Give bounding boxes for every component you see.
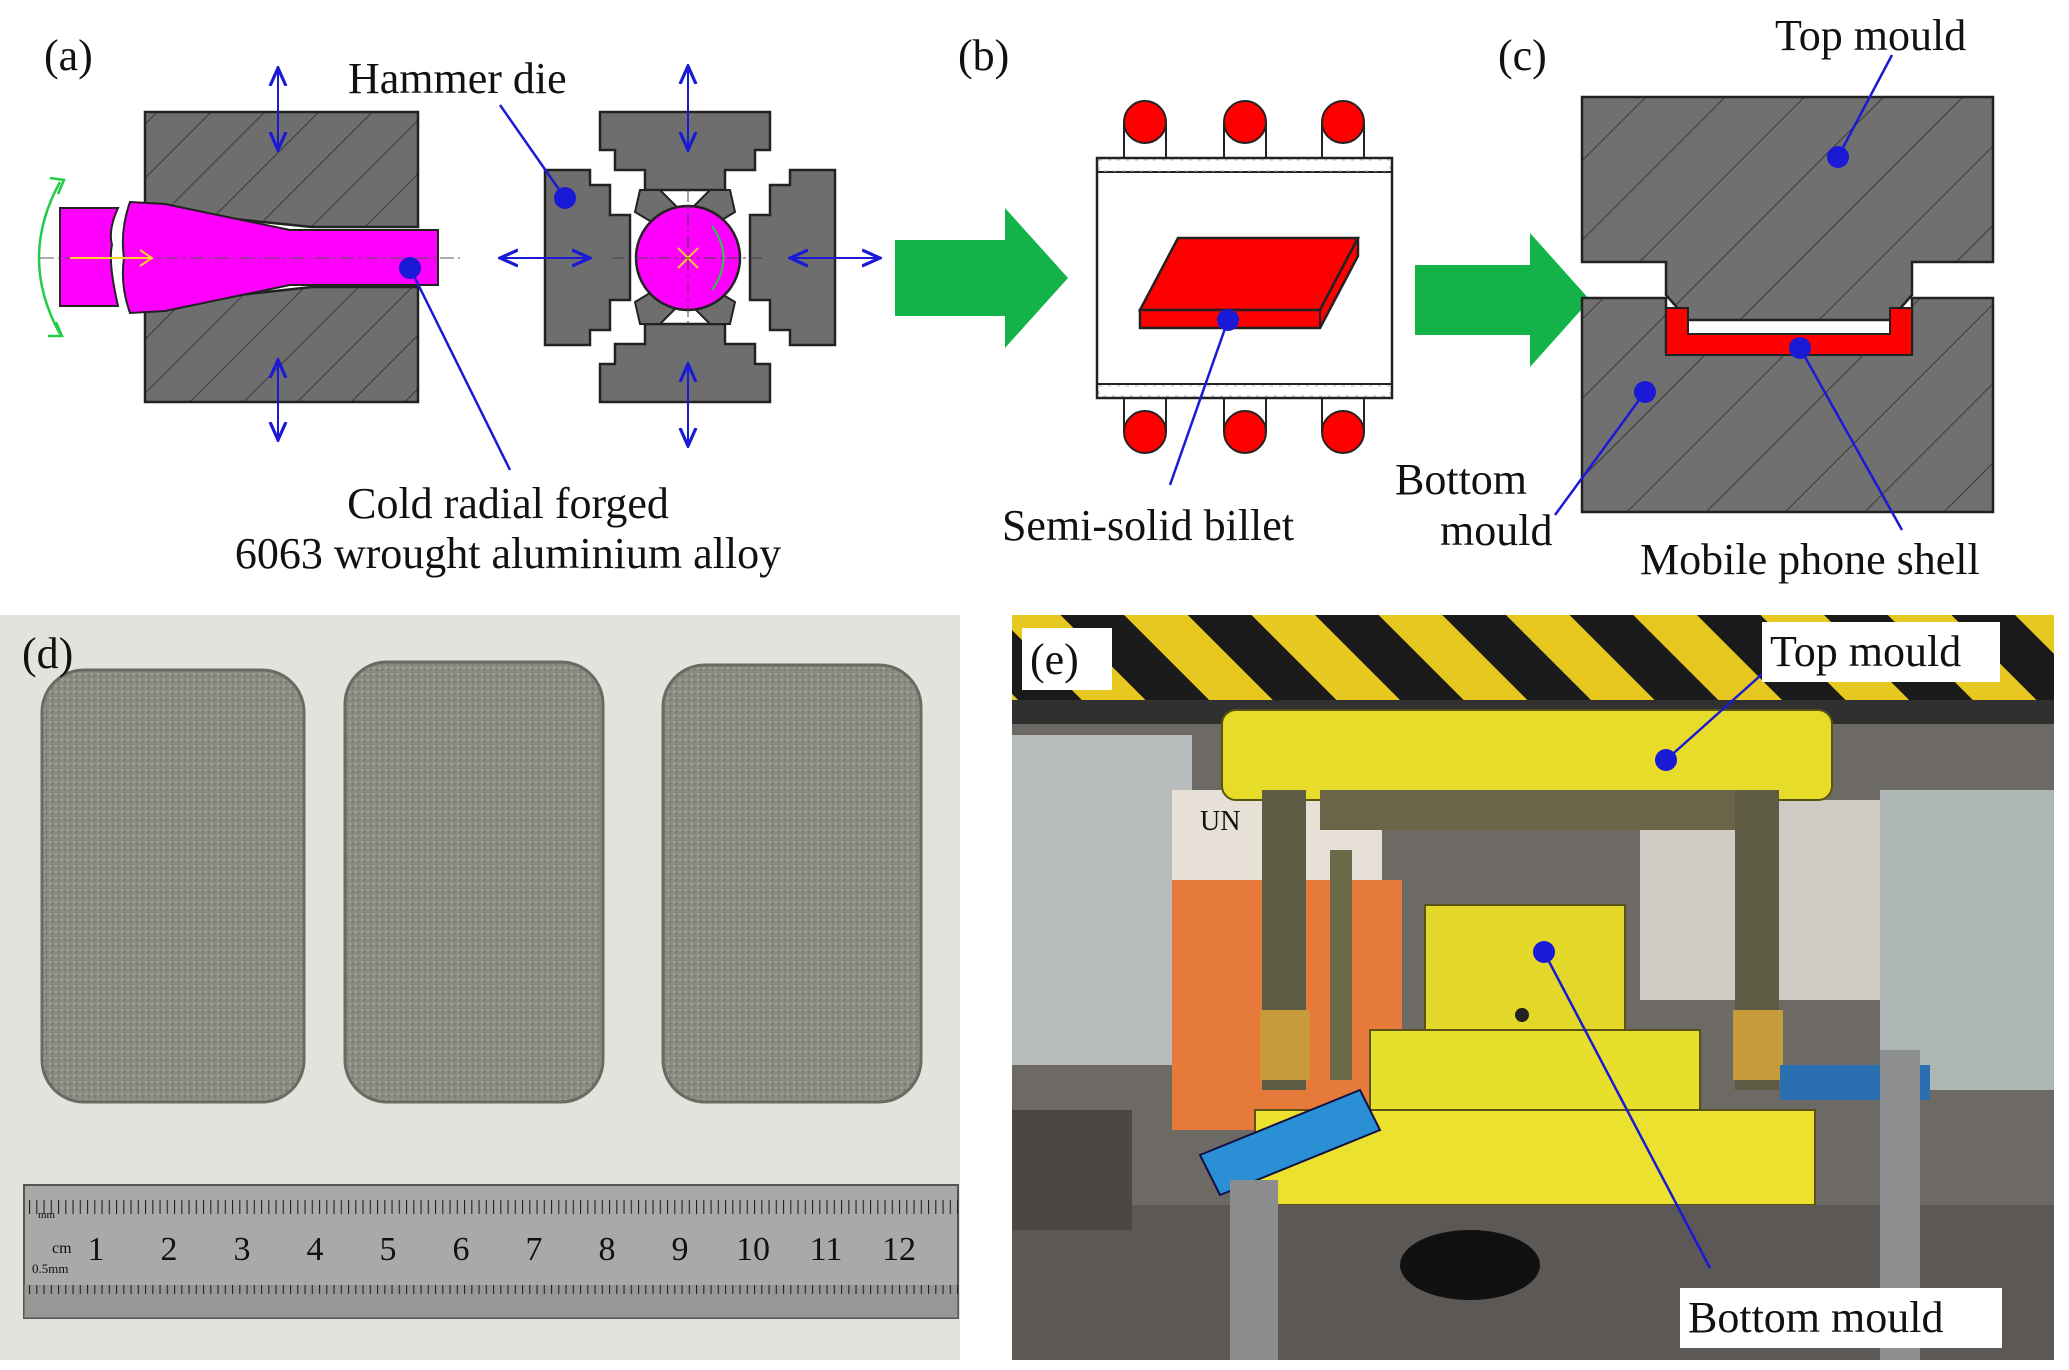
ruler-number: 5 bbox=[380, 1231, 397, 1268]
panel-c-label: (c) bbox=[1498, 31, 1547, 80]
billet-label: Semi-solid billet bbox=[1002, 501, 1294, 550]
left-clamp bbox=[1198, 1088, 1382, 1197]
ruler-number: 12 bbox=[882, 1231, 916, 1268]
bottom-label-line1: Bottom bbox=[1395, 455, 1527, 504]
panel-e-label: (e) bbox=[1030, 635, 1079, 684]
arrow-b-to-c bbox=[1415, 233, 1590, 367]
ruler-unit-mm: mm bbox=[38, 1209, 56, 1221]
top-mould bbox=[1580, 95, 1995, 322]
ruler-number: 4 bbox=[307, 1231, 324, 1268]
ruler-number: 1 bbox=[88, 1231, 105, 1268]
sample-3 bbox=[661, 663, 923, 1104]
panel-a-label: (a) bbox=[44, 31, 93, 80]
arrow-a-to-b bbox=[895, 208, 1068, 348]
top-mould-label-e: Top mould bbox=[1770, 627, 1961, 676]
shell-label: Mobile phone shell bbox=[1640, 535, 1980, 584]
bottom-mould-label-e: Bottom mould bbox=[1688, 1293, 1943, 1342]
svg-text:UN: UN bbox=[1200, 806, 1240, 837]
phone-shell bbox=[1665, 307, 1913, 356]
ruler-number: 3 bbox=[234, 1231, 251, 1268]
sample-1 bbox=[40, 668, 306, 1104]
caption-line1: Cold radial forged bbox=[347, 479, 669, 528]
panel-e: UN (e) Top mould bbox=[1012, 615, 2054, 1360]
panel-b-label: (b) bbox=[958, 31, 1009, 80]
top-mould-label-c: Top mould bbox=[1775, 11, 1966, 60]
ruler-number: 7 bbox=[526, 1231, 543, 1268]
ruler-number: 6 bbox=[453, 1231, 470, 1268]
panel-b: (b) Semi-solid billet bbox=[958, 31, 1394, 550]
bottom-label-line2: mould bbox=[1440, 506, 1552, 555]
hammer-die-label: Hammer die bbox=[348, 54, 567, 103]
ruler-half-mm: 0.5mm bbox=[32, 1261, 68, 1276]
ruler-number: 11 bbox=[810, 1231, 843, 1268]
ruler-number: 9 bbox=[672, 1231, 689, 1268]
ruler-number: 2 bbox=[161, 1231, 178, 1268]
panel-d-label: (d) bbox=[22, 629, 73, 678]
ruler-number: 8 bbox=[599, 1231, 616, 1268]
sample-2 bbox=[343, 660, 605, 1104]
ruler-unit-cm: cm bbox=[52, 1240, 72, 1257]
caption-line2: 6063 wrought aluminium alloy bbox=[235, 529, 781, 578]
top-mould-photo bbox=[1221, 709, 1833, 801]
forged-bar bbox=[121, 200, 439, 315]
panel-c: (c) Top mould Bottom mould Mobile phone … bbox=[1395, 11, 1995, 584]
panel-a: (a) bbox=[37, 31, 880, 578]
bottom-mould bbox=[1580, 296, 1995, 514]
ruler-number: 10 bbox=[736, 1231, 770, 1268]
radial-forging-section bbox=[500, 66, 880, 446]
